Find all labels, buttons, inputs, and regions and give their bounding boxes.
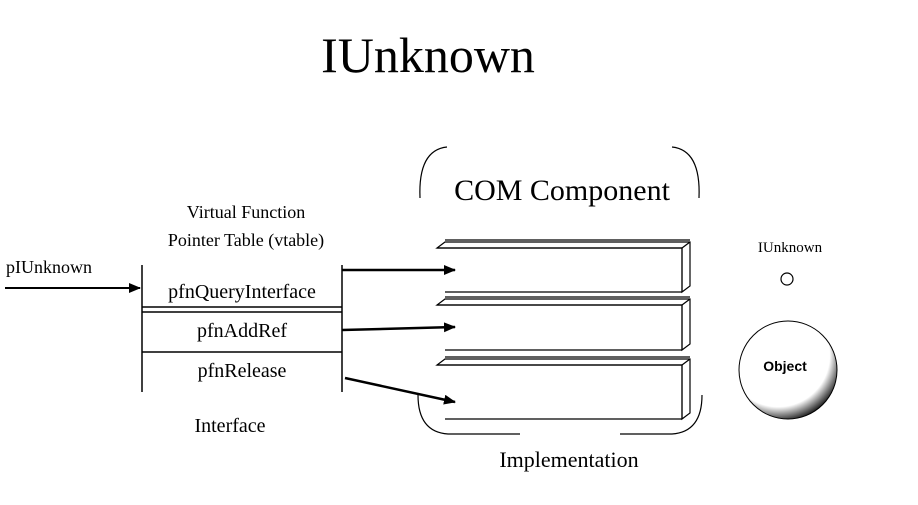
implementation-slab-3: [435, 356, 691, 421]
diagram-title: IUnknown: [321, 27, 535, 83]
interface-caption: Interface: [194, 415, 265, 437]
vtable-entry-release: pfnRelease: [198, 360, 287, 382]
object-interface-label: IUnknown: [758, 240, 823, 256]
implementation-slab-2: [435, 296, 691, 352]
pointer-label: pIUnknown: [6, 257, 92, 277]
vtable-heading-line1: Virtual Function: [187, 202, 305, 222]
com-component-title: COM Component: [454, 174, 671, 207]
vtable-entry-query-interface: pfnQueryInterface: [168, 281, 316, 303]
com-component-enclosure: [417, 146, 703, 435]
implementation-caption: Implementation: [499, 447, 638, 472]
implementation-slab-1: [435, 239, 691, 294]
object-label: Object: [763, 358, 807, 374]
vtable-heading-line2: Pointer Table (vtable): [168, 230, 324, 251]
interface-lollipop-icon: [780, 272, 794, 286]
vtable-entry-add-ref: pfnAddRef: [197, 320, 287, 342]
arrow-add-ref: [341, 322, 456, 333]
object-sphere-icon: [738, 320, 838, 420]
vtable: [141, 265, 343, 392]
arrow-release: [344, 376, 456, 405]
